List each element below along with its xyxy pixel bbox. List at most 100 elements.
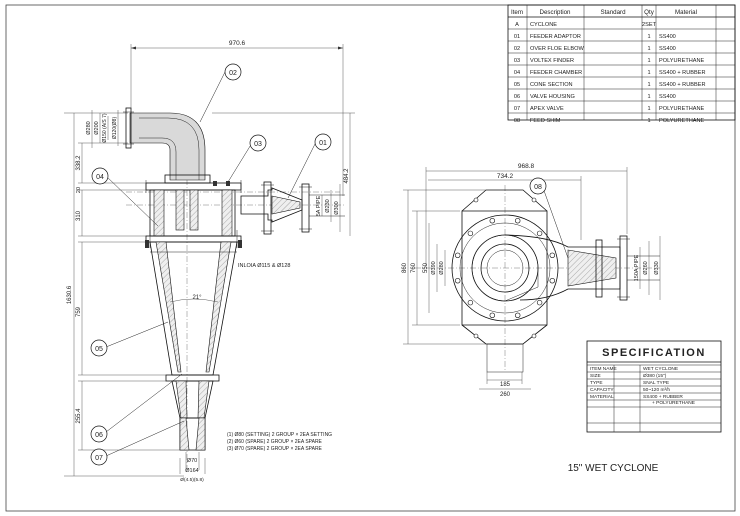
bolt-hole (549, 252, 555, 259)
bom-cell-description: APEX VALVE (530, 106, 564, 112)
spec-value: + POLYURETHANE (652, 400, 695, 406)
bom-cell-description: CYCLONE (530, 22, 557, 28)
bom-cell-qty: 1 (647, 46, 650, 52)
feed-pipe-label: 5A PIPE (316, 195, 322, 216)
dim-flange: Ø120(Ø8) (112, 117, 118, 140)
bom-cell-material: SS400 + RUBBER (659, 82, 705, 88)
apex-note-2: (2) Ø60 (SPARE) 2 GROUP × 2EA SPARE (227, 439, 323, 445)
bolt-hole (489, 218, 495, 224)
bom-cell-description: VALVE HOUSING (530, 94, 575, 100)
spec-value: SS400 + RUBBER (643, 394, 683, 400)
bom-cell-material: SS400 (659, 46, 676, 52)
bom-cell-description: CONE SECTION (530, 82, 573, 88)
bom-header-material: Material (675, 9, 697, 16)
dim-760: 760 (411, 262, 417, 273)
dim-dia-330: Ø330 (654, 261, 660, 274)
apex-164: Ø164 (185, 468, 198, 474)
dim-260: 260 (500, 392, 511, 398)
dim-dia-200: Ø200 (94, 121, 100, 134)
spec-label: TYPE (590, 380, 603, 386)
callout-04: 04 (91, 167, 109, 185)
bom-cell-item: 02 (514, 46, 520, 52)
svg-text:02: 02 (229, 70, 237, 77)
callout-05: 05 (90, 339, 108, 357)
bom-cell-qty: 1 (647, 34, 650, 40)
bom-cell-item: A (515, 22, 519, 28)
bolt-hole (455, 252, 461, 259)
bom-row: A CYCLONE 2SET (515, 22, 656, 28)
dim-width-top: 970.6 (229, 40, 246, 47)
bolt-hole (489, 312, 495, 318)
dim-484: 484.2 (344, 168, 350, 184)
pipe-150a: 150A PIPE (634, 254, 640, 281)
bolt-hole (514, 218, 521, 224)
bom-cell-qty: 1 (647, 70, 650, 76)
bom-cell-material: POLYURETHANE (659, 118, 705, 124)
svg-text:04: 04 (96, 174, 104, 181)
bolt-hole (455, 278, 461, 284)
bom-cell-qty: 2SET (642, 22, 657, 28)
bom-header-description: Description (540, 9, 572, 16)
bom-cell-material: POLYURETHANE (659, 58, 705, 64)
bom-cell-item: 08 (514, 118, 520, 124)
dim-968: 968.8 (518, 163, 535, 170)
dim-overall-height: 1630.6 (67, 285, 73, 304)
spec-value: WET CYCLONE (643, 366, 678, 372)
dim-dia-390: Ø390 (431, 261, 437, 274)
bom-cell-material: SS400 (659, 94, 676, 100)
svg-text:05: 05 (95, 346, 103, 353)
svg-text:01: 01 (319, 140, 327, 147)
svg-text:07: 07 (95, 455, 103, 462)
apex-bottom: Ø(4.5)(5.8) (180, 477, 204, 483)
spec-label: MATERIAL (590, 394, 614, 400)
dim-dia-300: Ø300 (334, 201, 340, 214)
dim-338: 338.2 (76, 155, 82, 171)
dim-20: 20 (76, 187, 82, 193)
dim-dia-260-top: Ø260 (643, 261, 649, 274)
spec-value: Ø380 (15") (643, 373, 667, 379)
anchor-hole (531, 333, 537, 339)
svg-text:08: 08 (534, 184, 542, 191)
dim-185: 185 (500, 382, 511, 388)
bom-header-qty: Qty (644, 9, 655, 16)
anchor-hole (473, 197, 479, 203)
spec-value: 50~120 m³/h (643, 387, 670, 393)
bom-cell-description: FEEDER ADAPTOR (530, 34, 581, 40)
dim-860: 860 (402, 262, 408, 273)
bom-cell-qty: 1 (647, 94, 650, 100)
overflow-elbow (129, 112, 206, 181)
bom-cell-qty: 1 (647, 106, 650, 112)
callout-07: 07 (90, 448, 108, 466)
spec-label: CAPACITY (590, 387, 614, 393)
bom-header-item: Item (511, 9, 523, 16)
bom-cell-item: 05 (514, 82, 520, 88)
spec-value: SNAL TYPE (643, 380, 669, 386)
callout-01: 01 (314, 133, 332, 151)
side-view: 970.6 1630.6 338.2 20 310 759 255.4 Ø280… (64, 40, 355, 483)
spec-title: SPECIFICATION (602, 347, 706, 359)
bom-cell-qty: 1 (647, 118, 650, 124)
spec-label: SIZE (590, 373, 601, 379)
inlet-note: INLOIA Ø115 & Ø128 (238, 263, 290, 269)
vortex-finder (175, 189, 185, 231)
dim-734: 734.2 (497, 173, 514, 180)
bolt-hole (549, 278, 555, 284)
sheet-border (5, 4, 736, 512)
bom-cell-item: 04 (514, 70, 520, 76)
callout-08: 08 (529, 177, 547, 195)
bom-cell-item: 07 (514, 106, 520, 112)
dim-550: 550 (423, 262, 429, 273)
bom-cell-description: VOLTEX FINDER (530, 58, 574, 64)
anchor-hole (531, 197, 537, 203)
apex-note-3: (3) Ø70 (SPARE) 2 GROUP × 2EA SPARE (227, 446, 323, 452)
bom-cell-description: FEEDER CHAMBER (530, 70, 582, 76)
callout-02: 02 (224, 63, 242, 81)
